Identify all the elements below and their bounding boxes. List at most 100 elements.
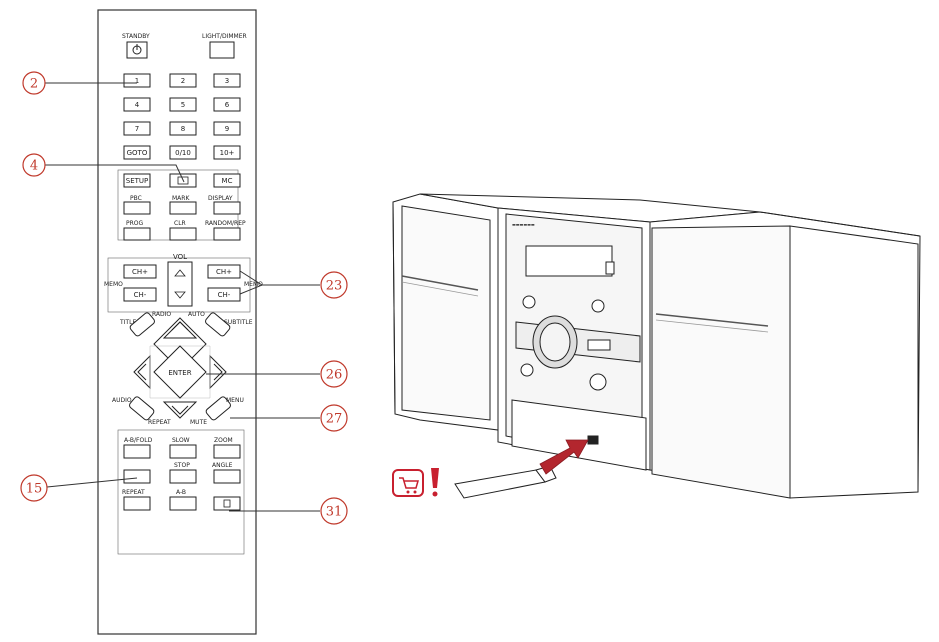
zero-ten-label: 0/10 xyxy=(175,149,191,157)
usb-insertion xyxy=(454,439,589,499)
subtitle-label: SUBTITLE xyxy=(224,319,253,326)
callout-31-circle xyxy=(320,497,348,525)
function-rows: SETUP MC PBC MARK DISPLAY PROG CLR RANDO… xyxy=(117,169,246,241)
mc-label: MC xyxy=(222,177,233,185)
upper-right-knob[interactable] xyxy=(591,299,605,313)
key-5-label: 5 xyxy=(181,101,185,109)
display-button[interactable] xyxy=(213,201,241,215)
grid-button-1-0[interactable] xyxy=(123,469,151,484)
callout-27: 27 xyxy=(326,412,343,427)
key-7-label: 7 xyxy=(135,125,139,133)
right-memo-label: MEMO xyxy=(244,281,263,288)
zero-ten-button[interactable] xyxy=(169,145,197,160)
mark-button[interactable] xyxy=(169,201,197,215)
left-down-button[interactable] xyxy=(123,287,157,302)
remote-control: STANDBY LIGHT/DIMMER 1 2 3 4 5 6 7 8 xyxy=(97,9,263,635)
mark-label: MARK xyxy=(172,195,190,202)
key-2[interactable] xyxy=(169,73,197,88)
grid-button-0-1[interactable] xyxy=(169,444,197,459)
nav-left-icon xyxy=(137,363,147,381)
volume-rocker[interactable] xyxy=(167,261,193,307)
grid-button-1-1[interactable] xyxy=(169,469,197,484)
title-button[interactable] xyxy=(129,312,156,337)
key-9-label: 9 xyxy=(225,125,229,133)
grid-button-0-0[interactable] xyxy=(123,444,151,459)
auto-label: AUTO xyxy=(188,311,205,318)
enter-label: ENTER xyxy=(168,369,191,377)
callout-26-circle xyxy=(320,360,348,388)
grid-label-1-1: STOP xyxy=(174,462,190,469)
ten-plus-button[interactable] xyxy=(213,145,241,160)
brand-mark: ▬▬▬▬▬▬ xyxy=(512,222,535,227)
callout-23-circle xyxy=(320,271,348,299)
upper-left-knob[interactable] xyxy=(522,295,536,309)
grid-label-0-0: A-B/FOLD xyxy=(124,437,153,444)
screen-icon xyxy=(177,176,189,185)
subtitle-button[interactable] xyxy=(204,312,231,337)
enter-button[interactable] xyxy=(153,345,207,399)
grid-button-2-0[interactable] xyxy=(123,496,151,511)
grid-button-2-2[interactable] xyxy=(213,496,241,511)
grid-button-0-2[interactable] xyxy=(213,444,241,459)
key-6[interactable] xyxy=(213,97,241,112)
vol-down-icon xyxy=(174,291,186,299)
vol-up-icon xyxy=(174,269,186,277)
navigation-cluster: TITLE RADIO AUTO SUBTITLE ENTER AUDIO RE… xyxy=(112,311,253,426)
nav-right-icon xyxy=(213,363,223,381)
key-3[interactable] xyxy=(213,73,241,88)
key-4[interactable] xyxy=(123,97,151,112)
display-window xyxy=(525,245,613,277)
left-up-button[interactable] xyxy=(123,264,157,279)
audio-label: AUDIO xyxy=(112,397,132,404)
hifi-system: ▬▬▬▬▬▬ xyxy=(392,193,921,499)
grid-label-0-1: SLOW xyxy=(172,437,190,444)
menu-button[interactable] xyxy=(205,396,232,421)
callout-4: 4 xyxy=(30,159,38,174)
grid-button-2-1[interactable] xyxy=(169,496,197,511)
goto-button[interactable] xyxy=(123,145,151,160)
key-7[interactable] xyxy=(123,121,151,136)
callout-23: 23 xyxy=(326,279,343,294)
setup-label: SETUP xyxy=(126,177,149,185)
grid-label-1-2: ANGLE xyxy=(212,462,233,469)
top-right-label: LIGHT/DIMMER xyxy=(202,33,247,40)
lower-left-knob[interactable] xyxy=(520,363,534,377)
left-memo-label: MEMO xyxy=(104,281,123,288)
callout-2-circle xyxy=(22,71,46,95)
random-rep-button[interactable] xyxy=(213,227,241,241)
goto-label: GOTO xyxy=(127,149,148,157)
callout-15-circle xyxy=(20,474,48,502)
key-9[interactable] xyxy=(213,121,241,136)
right-speaker xyxy=(649,211,921,499)
grid-button-1-2[interactable] xyxy=(213,469,241,484)
vol-label: VOL xyxy=(173,253,187,261)
setup-button[interactable] xyxy=(123,173,151,188)
key-2-label: 2 xyxy=(181,77,185,85)
left-speaker xyxy=(392,193,499,431)
channel-volume-block: CH+ CH- MEMO VOL CH+ CH- MEMO xyxy=(104,253,263,313)
mc-button[interactable] xyxy=(213,173,241,188)
power-icon xyxy=(132,44,142,55)
cart-icon xyxy=(392,469,424,497)
lower-right-knob[interactable] xyxy=(589,373,607,391)
key-5[interactable] xyxy=(169,97,197,112)
clr-label: CLR xyxy=(174,220,186,227)
key-1[interactable] xyxy=(123,73,151,88)
usb-port[interactable] xyxy=(587,435,599,445)
callout-31: 31 xyxy=(326,505,343,520)
top-right-button[interactable] xyxy=(209,41,235,59)
pbc-button[interactable] xyxy=(123,201,151,215)
key-8[interactable] xyxy=(169,121,197,136)
number-keypad: 1 2 3 4 5 6 7 8 9 GOTO 0/10 10+ xyxy=(123,73,241,160)
nav-up-icon xyxy=(171,321,189,331)
bottom-button-grid: A-B/FOLD SLOW ZOOM STOP ANGLE REPEAT A-B xyxy=(117,429,245,555)
audio-button[interactable] xyxy=(128,396,155,421)
clr-button[interactable] xyxy=(169,227,197,241)
key-1-label: 1 xyxy=(135,77,139,85)
prog-button[interactable] xyxy=(123,227,151,241)
right-down-button[interactable] xyxy=(207,287,241,302)
display-label: DISPLAY xyxy=(208,195,233,202)
dial-side-button[interactable] xyxy=(587,339,611,351)
callouts: 2 4 23 26 27 15 31 xyxy=(20,71,348,525)
